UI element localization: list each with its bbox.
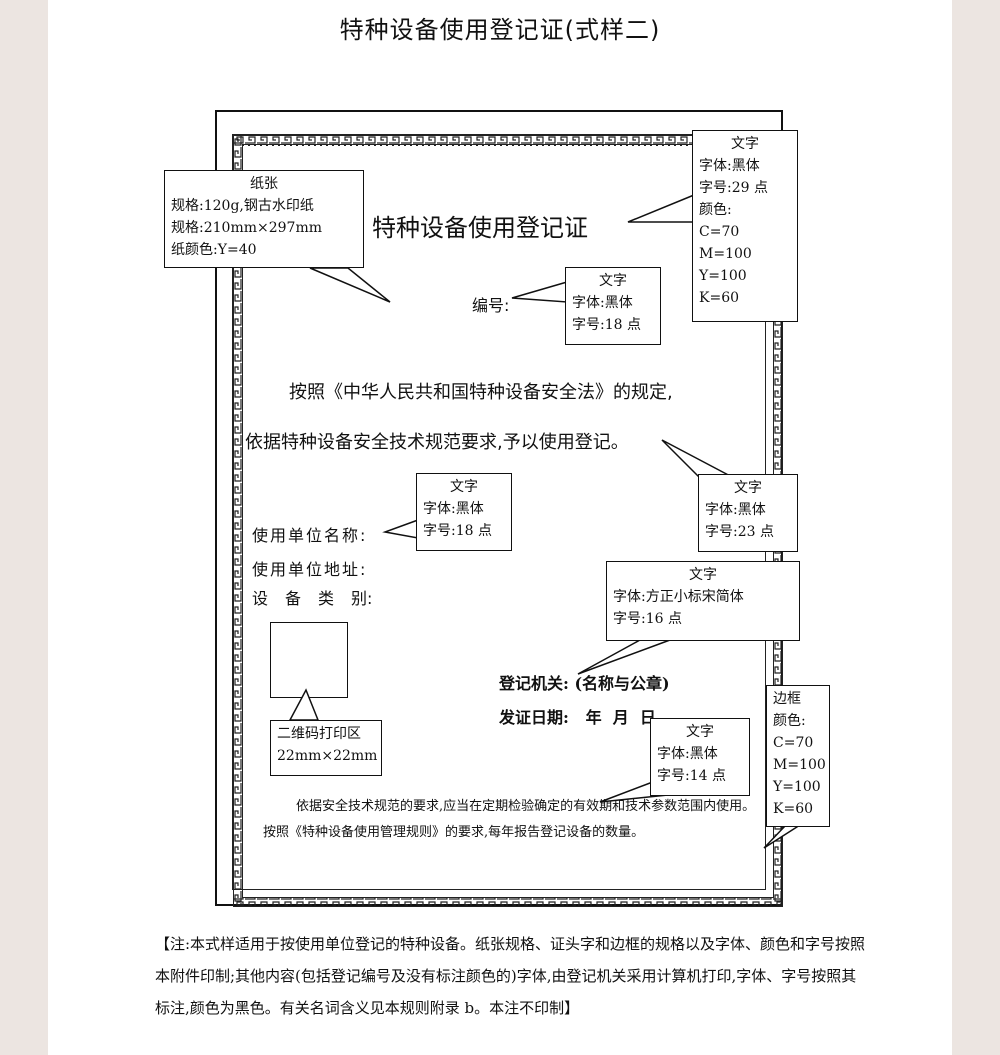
callout-title: 纸张 — [250, 176, 278, 192]
callout-line: M=100 — [699, 246, 752, 262]
field-unit-address: 使用单位地址: — [252, 560, 368, 579]
field-equipment-char: 别: — [351, 589, 373, 608]
callout-title: 文字 — [689, 567, 717, 583]
callout-line: 字体:黑体 — [572, 295, 633, 311]
callout-line: 字号:29 点 — [699, 180, 768, 196]
field-unit-name: 使用单位名称: — [252, 526, 368, 545]
certificate-footer-note: 依据安全技术规范的要求,应当在定期检验确定的有效期和技术参数范围内使用。按照《特… — [263, 799, 756, 840]
page-title: 特种设备使用登记证(式样二) — [339, 16, 661, 44]
certificate-title: 特种设备使用登记证 — [372, 214, 588, 242]
callout-paragraph-text-spec: 文字 字体:黑体 字号:23 点 — [698, 474, 798, 552]
callout-title: 文字 — [686, 724, 714, 740]
callout-paper-spec: 纸张 规格:120g,钢古水印纸 规格:210mm×297mm 纸颜色:Y=40 — [164, 170, 364, 268]
field-equipment-char: 设 — [252, 589, 269, 608]
callout-title: 文字 — [450, 479, 478, 495]
callout-border-spec: 边框 颜色: C=70 M=100 Y=100 K=60 — [766, 685, 830, 827]
callout-line: 颜色: — [699, 202, 732, 218]
callout-issuer-text-spec: 文字 字体:方正小标宋简体 字号:16 点 — [606, 561, 800, 641]
certificate-paragraph-line1: 按照《中华人民共和国特种设备安全法》的规定, — [289, 382, 673, 403]
callout-title: 文字 — [734, 480, 762, 496]
callout-line: C=70 — [699, 224, 740, 240]
callout-title: 边框 — [773, 691, 801, 707]
callout-line: 字号:16 点 — [613, 611, 682, 627]
callout-line: 22mm×22mm — [277, 748, 378, 764]
callout-line: 纸颜色:Y=40 — [171, 242, 257, 258]
callout-title: 文字 — [599, 273, 627, 289]
field-equipment-char: 类 — [318, 589, 335, 608]
callout-title: 文字 — [731, 136, 759, 152]
callout-line: 字体:黑体 — [423, 501, 484, 517]
callout-footer-text-spec: 文字 字体:黑体 字号:14 点 — [650, 718, 750, 796]
callout-line: Y=100 — [699, 268, 747, 284]
callout-line: 规格:210mm×297mm — [171, 220, 322, 236]
field-equipment-char: 备 — [285, 589, 302, 608]
callout-line: 字号:18 点 — [572, 317, 641, 333]
callout-number-text-spec: 文字 字体:黑体 字号:18 点 — [565, 267, 661, 345]
callout-line: 字体:黑体 — [657, 746, 718, 762]
callout-line: 颜色: — [773, 713, 806, 729]
callout-line: 字体:黑体 — [705, 502, 766, 518]
issue-date: 发证日期: 年 月 日 — [499, 708, 656, 727]
callout-line: 字号:14 点 — [657, 768, 726, 784]
certificate-paragraph-line2: 依据特种设备安全技术规范要求,予以使用登记。 — [245, 432, 629, 453]
callout-line: M=100 — [773, 757, 826, 773]
callout-line: C=70 — [773, 735, 814, 751]
callout-fields-text-spec: 文字 字体:黑体 字号:18 点 — [416, 473, 512, 551]
callout-line: 字号:23 点 — [705, 524, 774, 540]
callout-line: 二维码打印区 — [277, 726, 361, 742]
bottom-note: 【注:本式样适用于按使用单位登记的特种设备。纸张规格、证头字和边框的规格以及字体… — [155, 935, 866, 1017]
callout-line: K=60 — [773, 801, 814, 817]
callout-line: 字号:18 点 — [423, 523, 492, 539]
callout-title-text-spec: 文字 字体:黑体 字号:29 点 颜色: C=70 M=100 Y=100 K=… — [692, 130, 798, 322]
callout-line: 字体:方正小标宋简体 — [613, 589, 744, 605]
issuing-authority: 登记机关: (名称与公章) — [499, 674, 670, 693]
callout-line: 规格:120g,钢古水印纸 — [171, 198, 314, 214]
callout-qr-spec: 二维码打印区 22mm×22mm — [270, 720, 382, 776]
callout-line: K=60 — [699, 290, 740, 306]
certificate-number-label: 编号: — [472, 296, 510, 315]
callout-line: Y=100 — [773, 779, 821, 795]
callout-line: 字体:黑体 — [699, 158, 760, 174]
field-equipment-category: 设备类别: — [252, 585, 384, 609]
